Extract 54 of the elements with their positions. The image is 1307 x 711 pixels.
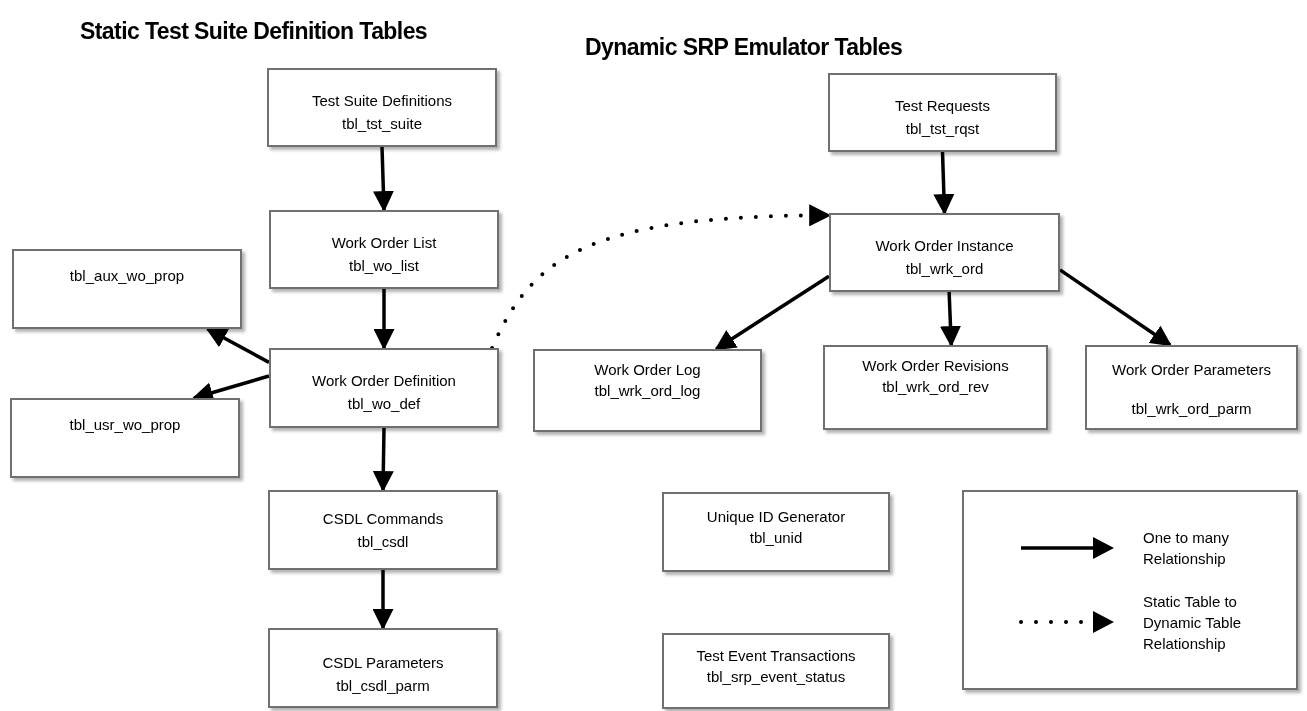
arrow <box>714 274 830 351</box>
arrow <box>372 427 394 493</box>
table-title: Work Order Parameters <box>1112 360 1271 380</box>
arrow <box>373 289 395 351</box>
table-title: Work Order Revisions <box>862 356 1009 376</box>
table-box <box>268 628 498 708</box>
table-name: tbl_tst_rqst <box>905 119 980 139</box>
arrow <box>940 291 961 348</box>
table-name: tbl_wrk_ord_rev <box>882 377 989 397</box>
table-title: Test Requests <box>894 96 990 116</box>
table-box <box>533 349 762 432</box>
table-box <box>662 633 890 709</box>
table-title: Test Suite Definitions <box>311 91 453 111</box>
table-box <box>829 213 1060 292</box>
table-name: tbl_wo_def <box>347 394 421 414</box>
diagram-title: Static Test Suite Definition Tables <box>80 17 428 46</box>
table-title: Test Event Transactions <box>696 646 856 666</box>
legend-text: One to many Relationship <box>1143 527 1230 569</box>
table-title: CSDL Parameters <box>322 653 444 673</box>
table-name: tbl_usr_wo_prop <box>69 415 181 435</box>
arrow <box>1059 268 1172 347</box>
arrow <box>372 570 394 631</box>
table-title: Work Order List <box>331 233 437 253</box>
table-name: tbl_unid <box>749 528 803 548</box>
table-name: tbl_csdl_parm <box>336 676 430 696</box>
table-box <box>269 210 499 289</box>
table-name: tbl_srp_event_status <box>706 667 846 687</box>
legend-text: Static Table to Dynamic Table Relationship <box>1143 591 1243 654</box>
table-box <box>823 345 1048 430</box>
table-box <box>1085 345 1298 430</box>
table-name: tbl_wrk_ord_parm <box>1131 399 1252 419</box>
table-box <box>12 249 242 329</box>
table-name: tbl_wrk_ord_log <box>594 381 701 401</box>
arrow <box>205 327 270 364</box>
table-title: Work Order Log <box>594 360 701 380</box>
table-box <box>267 68 497 147</box>
arrow <box>372 146 394 213</box>
section-title: Dynamic SRP Emulator Tables <box>585 33 903 62</box>
arrow <box>933 151 955 216</box>
dotted-arrow <box>490 204 832 350</box>
table-box <box>662 492 890 572</box>
table-title: Work Order Definition <box>312 371 456 391</box>
table-box <box>828 73 1057 152</box>
table-name: tbl_tst_suite <box>341 114 422 134</box>
table-title: CSDL Commands <box>322 509 444 529</box>
table-box <box>268 490 498 570</box>
table-box <box>10 398 240 478</box>
table-name: tbl_csdl <box>357 532 409 552</box>
table-title: Unique ID Generator <box>706 507 846 527</box>
table-box <box>269 348 499 428</box>
table-name: tbl_wo_list <box>348 256 419 276</box>
table-name: tbl_wrk_ord <box>905 259 984 279</box>
table-name: tbl_aux_wo_prop <box>69 266 185 286</box>
table-title: Work Order Instance <box>875 236 1014 256</box>
